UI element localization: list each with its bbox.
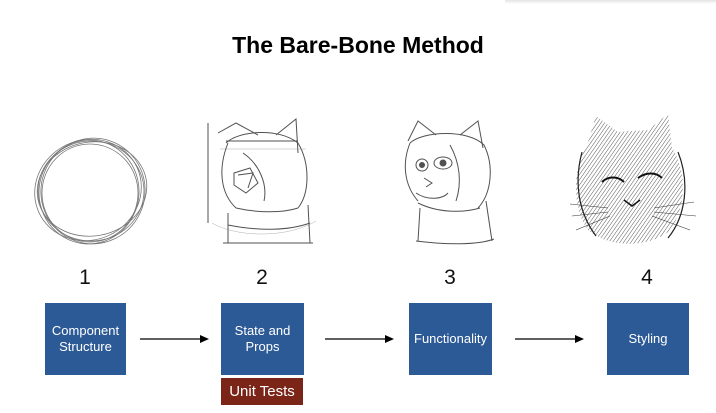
step-box-state-and-props: State and Props bbox=[221, 303, 304, 375]
unit-tests-box: Unit Tests bbox=[221, 378, 303, 405]
arrow-2-to-3 bbox=[325, 335, 394, 343]
cat-outline-sketch bbox=[388, 113, 518, 248]
arrow-1-to-2 bbox=[140, 335, 209, 343]
step-label: State and Props bbox=[234, 323, 291, 354]
cat-shaded-sketch bbox=[568, 112, 698, 252]
step-number-2: 2 bbox=[256, 266, 268, 289]
step-label: Functionality bbox=[414, 331, 487, 346]
step-number-3: 3 bbox=[444, 266, 456, 289]
step-number-1: 1 bbox=[79, 266, 91, 289]
circle-sketch bbox=[26, 128, 156, 253]
page-title: The Bare-Bone Method bbox=[232, 32, 484, 58]
step-box-component-structure: Component Structure bbox=[45, 303, 126, 375]
step-label: Component Structure bbox=[51, 323, 120, 354]
step-box-functionality: Functionality bbox=[409, 303, 492, 375]
step-box-styling: Styling bbox=[607, 303, 689, 375]
arrow-3-to-4 bbox=[515, 335, 584, 343]
cat-construction-sketch bbox=[198, 113, 328, 253]
window-edge-shadow bbox=[505, 0, 716, 4]
unit-tests-label: Unit Tests bbox=[229, 383, 295, 400]
step-label: Styling bbox=[628, 331, 668, 346]
step-number-4: 4 bbox=[641, 266, 653, 289]
